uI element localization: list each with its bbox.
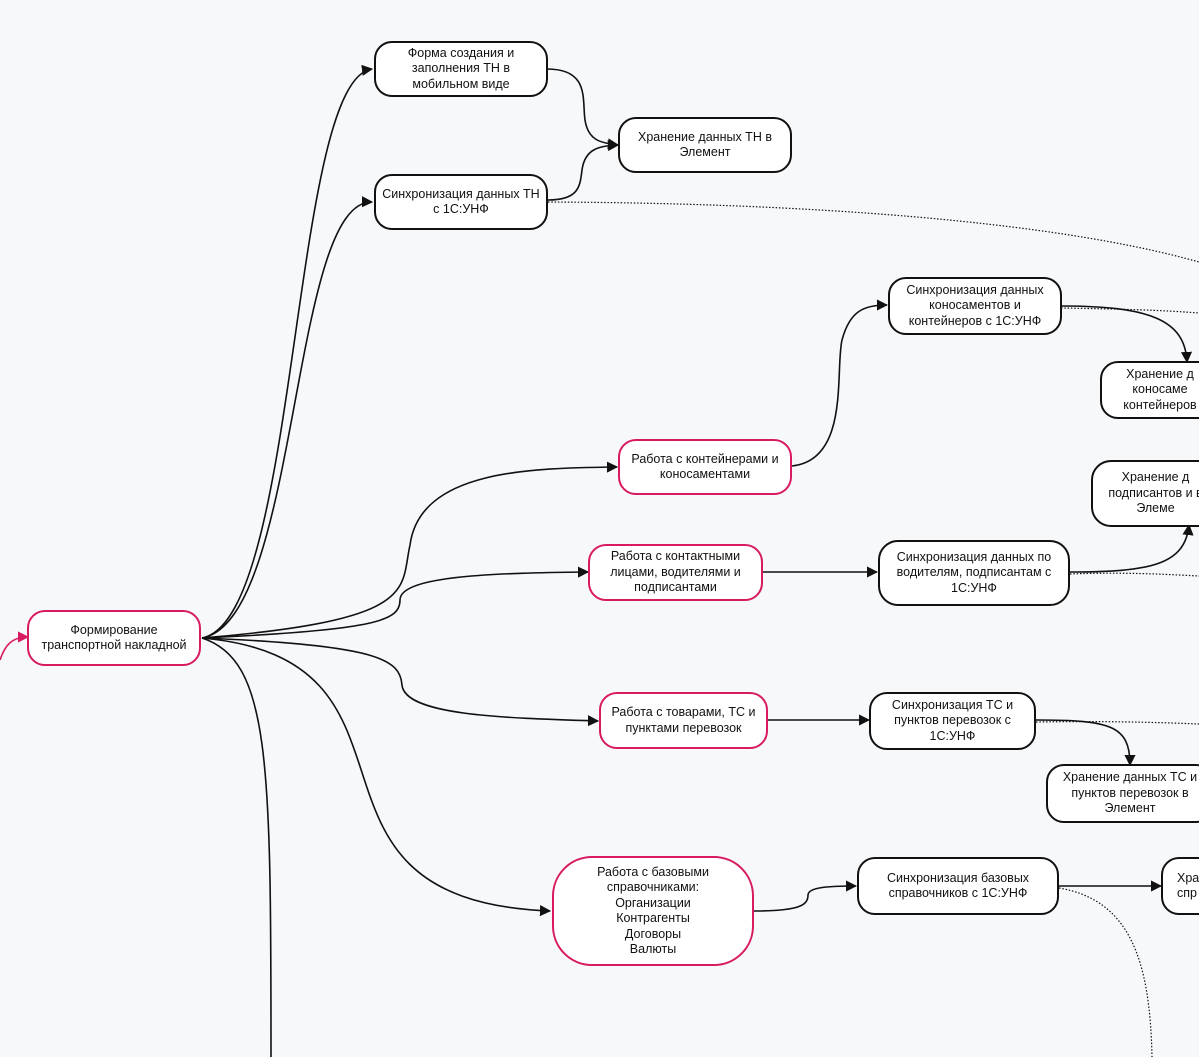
edge-root-base-refs: [201, 637, 552, 917]
node-store-tn-label: Хранение данных ТН в Элемент: [638, 129, 772, 160]
node-form-mobile-label: Форма создания и заполнения ТН в мобильн…: [407, 45, 515, 91]
node-store-signers[interactable]: Хранение д подписантов и в Элеме: [1091, 460, 1199, 527]
node-sync-vehicles[interactable]: Синхронизация ТС и пунктов перевозок с 1…: [869, 692, 1036, 750]
node-sync-tn-label: Синхронизация данных ТН с 1С:УНФ: [382, 186, 540, 217]
node-sync-base-label: Синхронизация базовых справочников с 1С:…: [886, 870, 1030, 901]
edge-sync-bills-dotted: [1060, 307, 1199, 314]
edge-root-containers: [201, 461, 619, 639]
node-sync-bills[interactable]: Синхронизация данных коносаментов и конт…: [888, 277, 1062, 335]
node-root-label: Формирование транспортной накладной: [41, 622, 187, 653]
node-store-vehicles-label: Хранение данных ТС и пунктов перевозок в…: [1062, 770, 1198, 816]
edge-containers-to-sync: [791, 299, 889, 467]
node-sync-drivers[interactable]: Синхронизация данных по водителям, подпи…: [878, 540, 1070, 606]
node-sync-vehicles-label: Синхронизация ТС и пунктов перевозок с 1…: [891, 697, 1014, 743]
node-containers[interactable]: Работа с контейнерами и коносаментами: [618, 439, 792, 495]
node-root[interactable]: Формирование транспортной накладной: [27, 610, 201, 666]
node-goods[interactable]: Работа с товарами, ТС и пунктами перевоз…: [599, 692, 768, 749]
edge-incoming-root: [0, 631, 30, 661]
node-base-refs[interactable]: Работа с базовыми справочниками: Организ…: [552, 856, 754, 966]
edge-root-down: [201, 637, 272, 1057]
edge-form-to-store: [546, 68, 620, 150]
node-form-mobile[interactable]: Форма создания и заполнения ТН в мобильн…: [374, 41, 548, 97]
edge-base-to-sync: [753, 880, 858, 912]
node-store-tn[interactable]: Хранение данных ТН в Элемент: [618, 117, 792, 173]
edge-sync-drivers-dotted: [1069, 572, 1199, 577]
edge-root-form-mobile: [201, 64, 374, 639]
edge-root-goods: [201, 637, 600, 727]
edge-sync-base-dotted: [1058, 887, 1153, 1057]
edge-root-sync-tn: [201, 196, 374, 639]
node-goods-label: Работа с товарами, ТС и пунктами перевоз…: [611, 705, 756, 735]
edge-sync-vehicles-dotted: [1035, 721, 1199, 725]
node-sync-drivers-label: Синхронизация данных по водителям, подпи…: [896, 549, 1052, 595]
node-base-refs-label: Работа с базовыми справочниками: Организ…: [597, 864, 709, 957]
edge-sync-vehicles-to-store: [1035, 719, 1136, 767]
edge-sync-bills-to-store: [1060, 305, 1193, 364]
edge-root-contacts: [201, 566, 590, 639]
node-sync-bills-label: Синхронизация данных коносаментов и конт…: [906, 282, 1044, 328]
node-store-base[interactable]: Хра спр: [1161, 857, 1199, 915]
node-store-vehicles[interactable]: Хранение данных ТС и пунктов перевозок в…: [1046, 764, 1199, 823]
node-sync-tn[interactable]: Синхронизация данных ТН с 1С:УНФ: [374, 174, 548, 230]
node-contacts-label: Работа с контактными лицами, водителями …: [610, 549, 741, 595]
node-store-bills-label: Хранение д коносаме контейнеров: [1123, 366, 1197, 412]
node-store-bills[interactable]: Хранение д коносаме контейнеров: [1100, 361, 1199, 419]
node-store-base-label: Хра спр: [1177, 870, 1199, 901]
node-contacts[interactable]: Работа с контактными лицами, водителями …: [588, 544, 763, 601]
edge-sync-tn-dotted: [547, 201, 1199, 263]
node-store-signers-label: Хранение д подписантов и в Элеме: [1108, 470, 1199, 516]
node-containers-label: Работа с контейнерами и коносаментами: [631, 451, 779, 482]
node-sync-base[interactable]: Синхронизация базовых справочников с 1С:…: [857, 857, 1059, 915]
edge-sync-drivers-to-store: [1069, 523, 1194, 573]
edge-sync-to-store: [547, 139, 620, 201]
